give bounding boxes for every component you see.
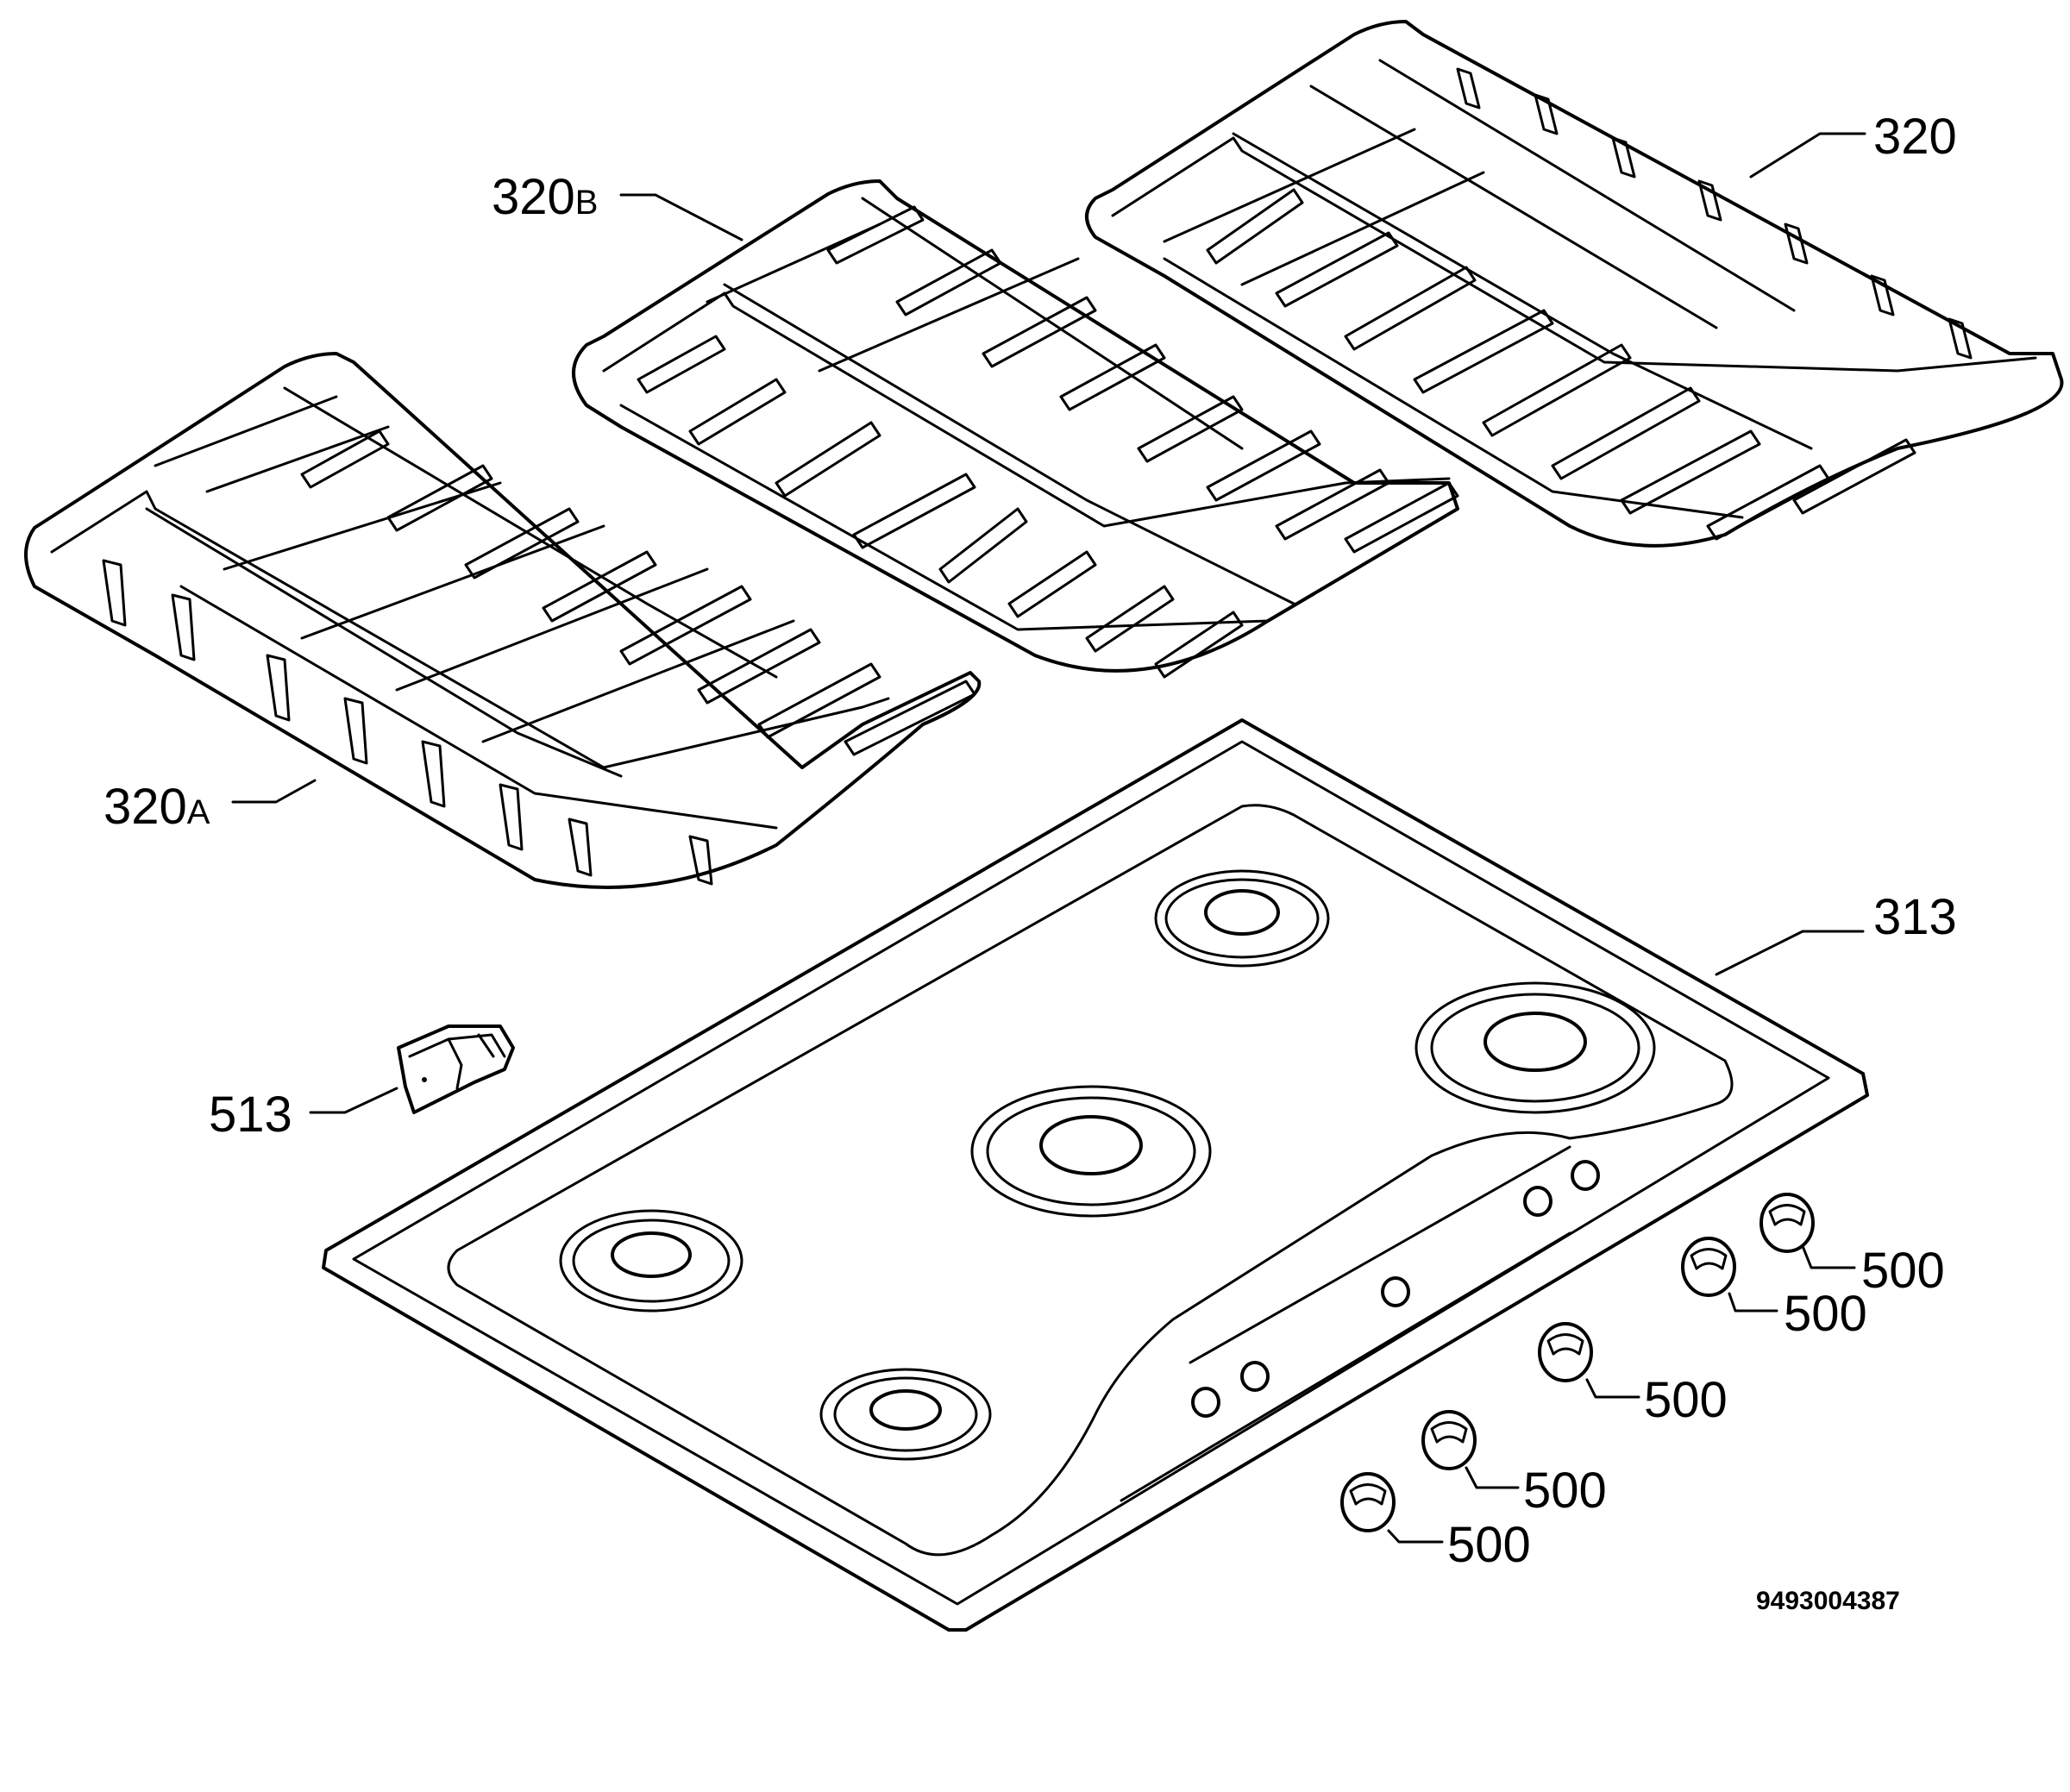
burner-right: [1414, 981, 1656, 1114]
burner-front: [819, 1368, 992, 1461]
label-513: 513: [209, 1087, 292, 1143]
control-knobs: [1340, 1193, 1815, 1532]
hob-top-plate: [322, 718, 1869, 1632]
leader-lines: [231, 132, 1866, 1544]
label-320a-suffix: A: [187, 793, 210, 831]
label-313: 313: [1873, 889, 1957, 945]
pan-support-middle: [572, 179, 1459, 679]
label-500-knob-4: 500: [1523, 1463, 1607, 1519]
label-500-knob-3: 500: [1644, 1372, 1728, 1428]
burner-left: [559, 1209, 743, 1313]
label-320a-number: 320: [104, 779, 187, 835]
fixing-clip: [397, 1024, 515, 1114]
burner-centre: [970, 1085, 1212, 1218]
knob-1: [1760, 1193, 1815, 1253]
label-500-knob-2: 500: [1784, 1286, 1867, 1342]
label-320b-suffix: B: [575, 184, 599, 222]
drawing-code: 9493004387: [1756, 1587, 1900, 1615]
knob-3: [1538, 1322, 1593, 1382]
label-500-knob-5: 500: [1447, 1517, 1531, 1573]
knob-4: [1421, 1410, 1477, 1470]
label-500-knob-1: 500: [1861, 1243, 1945, 1299]
pan-support-right: [1085, 20, 2064, 548]
label-320: 320: [1873, 109, 1957, 165]
pan-support-left: [24, 352, 982, 889]
control-holes: [1191, 1160, 1600, 1418]
knob-2: [1681, 1237, 1736, 1297]
label-320b: 320B: [492, 169, 598, 225]
knob-5: [1340, 1472, 1396, 1532]
label-320a: 320A: [104, 779, 210, 835]
label-320b-number: 320: [492, 169, 575, 225]
burner-rear: [1154, 869, 1330, 968]
